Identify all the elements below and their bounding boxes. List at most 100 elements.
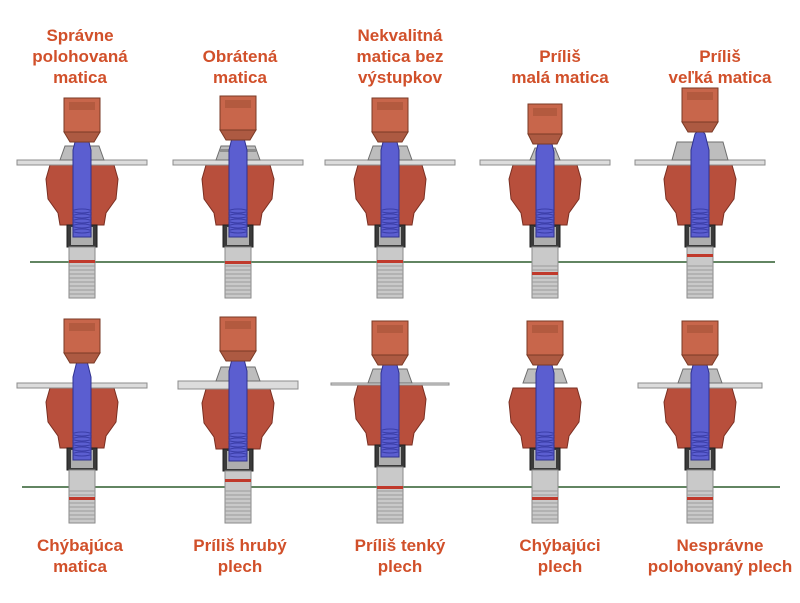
upper-electrode-detail bbox=[687, 92, 713, 100]
pin-spring-coil bbox=[72, 218, 92, 224]
pin-spring-coil bbox=[690, 213, 710, 219]
pin-spring-coil bbox=[690, 208, 710, 214]
pin-spring-coil bbox=[380, 448, 400, 454]
pin-spring-coil bbox=[690, 218, 710, 224]
upper-electrode-neck bbox=[681, 121, 719, 133]
positioning-pin bbox=[380, 127, 400, 238]
upper-electrode-detail bbox=[377, 325, 403, 333]
upper-electrode-neck bbox=[63, 131, 101, 143]
holder-shank bbox=[531, 469, 559, 524]
assembly-correct bbox=[16, 97, 148, 299]
pin-spring-coil bbox=[380, 213, 400, 219]
label-missing-nut: Chýbajúca matica bbox=[37, 536, 123, 576]
assembly-small bbox=[479, 103, 611, 299]
positioning-pin bbox=[72, 127, 92, 238]
positioning-pin bbox=[690, 127, 710, 238]
depth-mark bbox=[69, 260, 95, 263]
pin-spring-coil bbox=[72, 228, 92, 234]
pin-spring-coil bbox=[72, 436, 92, 442]
pin-spring-coil bbox=[228, 223, 248, 229]
depth-mark bbox=[687, 497, 713, 500]
pin-spring-coil bbox=[535, 213, 555, 219]
pin-spring-coil bbox=[380, 443, 400, 449]
positioning-pin bbox=[228, 348, 248, 462]
assembly-missing-sheet bbox=[508, 320, 582, 524]
pin-spring-coil bbox=[535, 451, 555, 457]
depth-mark bbox=[225, 479, 251, 482]
assemblies bbox=[16, 87, 766, 524]
pin-spring-coil bbox=[535, 431, 555, 437]
holder-shank bbox=[68, 469, 96, 524]
upper-electrode-neck bbox=[371, 354, 409, 366]
positioning-pin bbox=[380, 350, 400, 458]
upper-electrode-neck bbox=[681, 354, 719, 366]
depth-mark bbox=[377, 486, 403, 489]
pin-spring-coil bbox=[228, 447, 248, 453]
assembly-mispositioned bbox=[637, 320, 763, 524]
pin-spring-coil bbox=[72, 431, 92, 437]
upper-electrode-detail bbox=[225, 321, 251, 329]
pin-spring-coil bbox=[228, 218, 248, 224]
positioning-pin bbox=[535, 129, 555, 238]
pin-spring-coil bbox=[380, 218, 400, 224]
depth-mark bbox=[225, 261, 251, 264]
pin-spring-coil bbox=[228, 437, 248, 443]
pin-spring-coil bbox=[72, 441, 92, 447]
assembly-no-pilot bbox=[324, 97, 456, 299]
pin-spring-coil bbox=[535, 436, 555, 442]
pin-spring-coil bbox=[690, 441, 710, 447]
upper-electrode-neck bbox=[526, 354, 564, 366]
pin-spring-coil bbox=[690, 436, 710, 442]
pin-spring-coil bbox=[228, 213, 248, 219]
pin-spring-coil bbox=[535, 223, 555, 229]
pin-spring-coil bbox=[690, 446, 710, 452]
pin-spring-coil bbox=[690, 223, 710, 229]
pin-spring-coil bbox=[690, 228, 710, 234]
depth-mark bbox=[532, 272, 558, 275]
label-missing-sheet: Chýbajúci plech bbox=[519, 536, 601, 576]
depth-mark bbox=[377, 260, 403, 263]
pin-spring-coil bbox=[380, 223, 400, 229]
upper-electrode-detail bbox=[533, 108, 557, 116]
upper-electrode-detail bbox=[377, 102, 403, 110]
label-poor-quality-nut: Nekvalitná matica bez výstupkov bbox=[356, 26, 444, 87]
label-too-thin-sheet: Príliš tenký plech bbox=[354, 536, 446, 576]
pin-spring-coil bbox=[535, 208, 555, 214]
positioning-pin bbox=[535, 350, 555, 461]
positioning-pin bbox=[228, 127, 248, 238]
pin-spring-coil bbox=[72, 446, 92, 452]
pin-spring-coil bbox=[228, 442, 248, 448]
upper-electrode-neck bbox=[63, 352, 101, 364]
pin-spring-coil bbox=[228, 228, 248, 234]
pin-spring-coil bbox=[380, 208, 400, 214]
pin-spring-coil bbox=[535, 441, 555, 447]
upper-electrode-neck bbox=[371, 131, 409, 143]
upper-electrode-neck bbox=[219, 350, 257, 362]
positioning-pin bbox=[690, 350, 710, 461]
upper-electrode-detail bbox=[687, 325, 713, 333]
depth-mark bbox=[69, 497, 95, 500]
pin-spring-coil bbox=[380, 428, 400, 434]
pin-spring-coil bbox=[535, 446, 555, 452]
label-reversed-nut: Obrátená matica bbox=[202, 47, 278, 87]
pin-spring-coil bbox=[690, 431, 710, 437]
depth-mark bbox=[532, 497, 558, 500]
upper-electrode-detail bbox=[69, 323, 95, 331]
pin-spring-coil bbox=[228, 208, 248, 214]
label-too-small-nut: Príliš malá matica bbox=[511, 47, 609, 87]
positioning-pin bbox=[72, 354, 92, 461]
assembly-thick-sheet bbox=[177, 316, 299, 524]
upper-electrode-neck bbox=[219, 129, 257, 141]
pin-spring-coil bbox=[380, 433, 400, 439]
pin-spring-coil bbox=[690, 451, 710, 457]
pin-spring-coil bbox=[72, 213, 92, 219]
upper-electrode-detail bbox=[532, 325, 558, 333]
holder-shank bbox=[686, 469, 714, 524]
assembly-large bbox=[634, 87, 766, 299]
pin-spring-coil bbox=[228, 452, 248, 458]
pin-spring-coil bbox=[535, 228, 555, 234]
pin-spring-coil bbox=[380, 438, 400, 444]
label-too-thick-sheet: Príliš hrubý plech bbox=[193, 536, 287, 576]
label-correct-nut: Správne polohovaná matica bbox=[32, 26, 128, 87]
